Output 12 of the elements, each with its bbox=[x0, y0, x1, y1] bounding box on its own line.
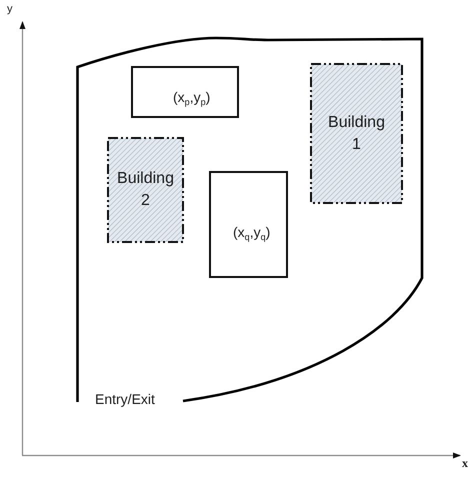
building-label: Building 1 bbox=[327, 112, 386, 154]
building-footprint bbox=[107, 137, 184, 243]
coordinate-label: (x$_{q}$,y$_{q}$) bbox=[233, 223, 270, 241]
building-label: Building 2 bbox=[116, 169, 175, 211]
plot-box bbox=[131, 66, 239, 118]
coordinate-label: (x$_{p}$,y$_{p}$) bbox=[173, 88, 210, 106]
building-footprint bbox=[310, 63, 403, 204]
site-boundary bbox=[76, 36, 424, 408]
axis-label: x bbox=[462, 456, 468, 471]
plot-box bbox=[209, 171, 288, 278]
axis-label: y bbox=[7, 3, 12, 15]
entrance-label: Entry/Exit bbox=[95, 390, 155, 408]
